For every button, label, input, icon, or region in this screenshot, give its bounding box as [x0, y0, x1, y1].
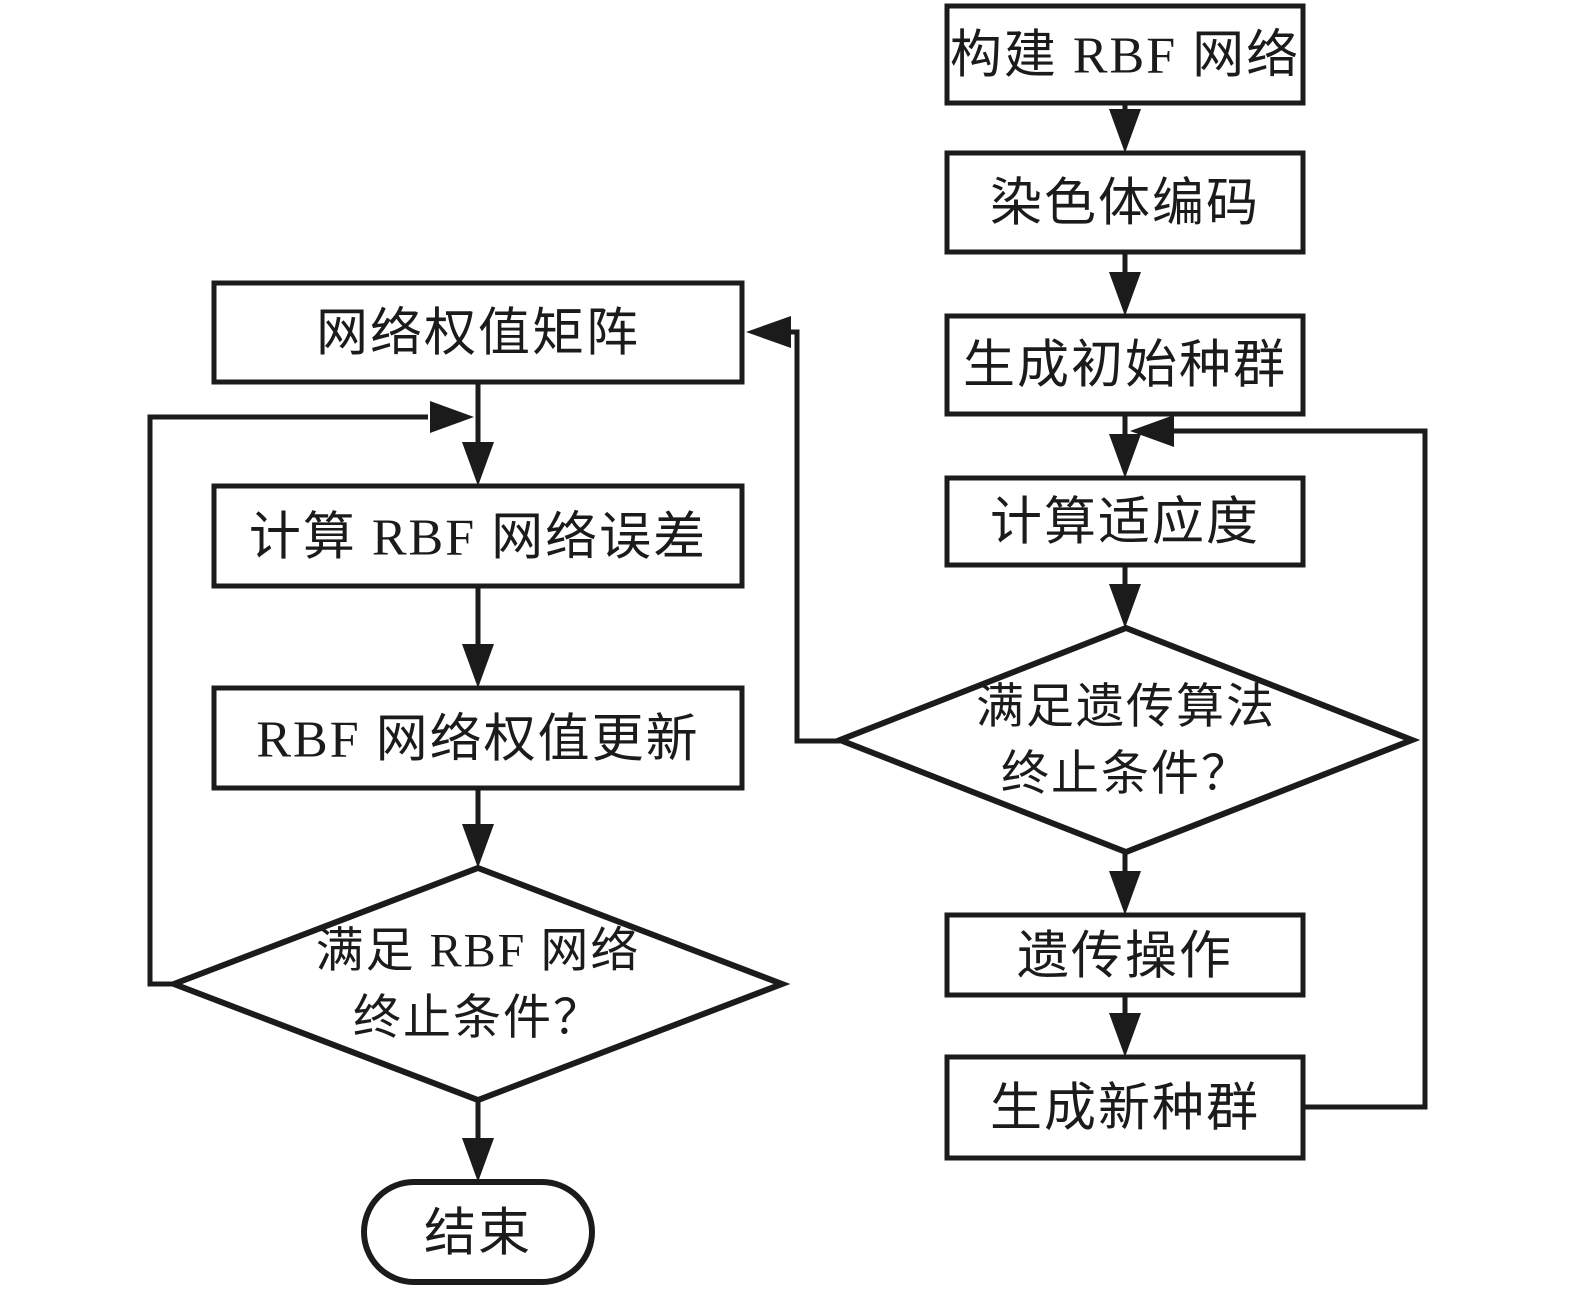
- node-new-population: 生成新种群: [944, 1054, 1306, 1161]
- node-chromosome-encoding-label: 染色体编码: [990, 176, 1260, 233]
- node-genetic-operation-label: 遗传操作: [1017, 929, 1233, 986]
- node-rbf-termination-line2: 终止条件？: [353, 992, 603, 1045]
- node-fitness: 计算适应度: [944, 475, 1306, 568]
- node-build-rbf: 构建 RBF 网络: [944, 3, 1306, 106]
- node-chromosome-encoding: 染色体编码: [944, 150, 1306, 255]
- arrow-ga-decision-to-geneticop: [1109, 852, 1141, 915]
- node-compute-rbf-error: 计算 RBF 网络误差: [211, 483, 745, 589]
- node-rbf-weight-update: RBF 网络权值更新: [211, 685, 745, 791]
- node-ga-termination-decision: 满足遗传算法 终止条件？: [831, 624, 1421, 856]
- arrow-chromosome-to-initpop: [1109, 252, 1141, 316]
- loop-ga-decision-to-weight-matrix: [746, 316, 840, 744]
- arrow-update-to-rbf-decision: [462, 788, 494, 868]
- node-initial-population-label: 生成初始种群: [963, 338, 1287, 395]
- arrow-build-to-chromosome: [1109, 103, 1141, 153]
- node-weight-matrix-label: 网络权值矩阵: [316, 306, 640, 363]
- loop-newpop-to-fitness: [1130, 415, 1428, 1110]
- arrow-error-to-update: [462, 586, 494, 688]
- node-ga-termination-line2: 终止条件？: [1001, 748, 1251, 801]
- node-rbf-weight-update-label: RBF 网络权值更新: [256, 712, 699, 769]
- node-genetic-operation: 遗传操作: [944, 912, 1306, 998]
- node-compute-rbf-error-label: 计算 RBF 网络误差: [249, 510, 707, 567]
- arrow-rbf-decision-to-end: [462, 1100, 494, 1182]
- node-ga-termination-line1: 满足遗传算法: [976, 681, 1276, 734]
- node-fitness-label: 计算适应度: [990, 495, 1260, 552]
- arrow-initpop-to-fitness: [1109, 414, 1141, 478]
- arrow-weightmatrix-to-error: [462, 382, 494, 486]
- node-new-population-label: 生成新种群: [990, 1081, 1260, 1138]
- node-weight-matrix: 网络权值矩阵: [211, 280, 745, 385]
- node-end-terminal: 结束: [361, 1179, 595, 1285]
- node-rbf-termination-line1: 满足 RBF 网络: [316, 925, 641, 978]
- node-end-terminal-label: 结束: [424, 1206, 532, 1263]
- node-rbf-termination-decision: 满足 RBF 网络 终止条件？: [165, 864, 791, 1104]
- node-build-rbf-label: 构建 RBF 网络: [950, 28, 1300, 85]
- arrow-geneticop-to-newpop: [1109, 995, 1141, 1057]
- arrow-fitness-to-ga-decision: [1109, 565, 1141, 628]
- node-initial-population: 生成初始种群: [944, 313, 1306, 417]
- loop-rbf-decision-to-error-input: [147, 401, 474, 987]
